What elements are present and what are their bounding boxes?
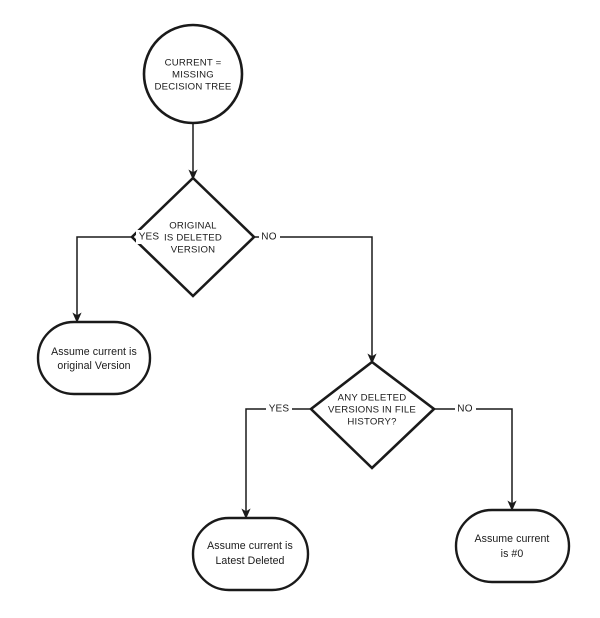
node-decision2[interactable]: ANY DELETED VERSIONS IN FILE HISTORY? xyxy=(309,360,437,470)
arrowhead-icon xyxy=(188,169,198,180)
stadium-shape xyxy=(454,508,571,584)
arrowhead-icon xyxy=(72,312,82,323)
connector-line xyxy=(434,408,513,504)
node-decision1[interactable]: ORIGINAL IS DELETED VERSION xyxy=(130,176,256,298)
node-outcome-latest-deleted-line-2: Latest Deleted xyxy=(215,555,284,567)
edge-decision1-no xyxy=(255,236,377,364)
edge-label-decision2-yes: YES xyxy=(266,402,292,416)
edge-label-text: NO xyxy=(261,232,276,243)
edge-label-text: YES xyxy=(139,232,160,243)
node-decision1-line-2: IS DELETED xyxy=(164,233,222,244)
node-start-line-2: MISSING xyxy=(172,70,214,81)
node-start-line-1: CURRENT = xyxy=(165,58,222,69)
connector-line xyxy=(255,236,373,357)
node-outcome-original[interactable]: Assume current is original Version xyxy=(36,320,152,396)
diamond-shape xyxy=(309,360,437,470)
node-outcome-zero-line-2: is #0 xyxy=(501,548,524,560)
node-decision2-line-3: HISTORY? xyxy=(347,417,396,428)
edge-start-to-decision1 xyxy=(188,122,198,180)
edge-label-decision2-no: NO xyxy=(455,402,476,416)
label-backdrop xyxy=(136,230,162,244)
label-backdrop xyxy=(455,402,476,416)
edge-label-text: NO xyxy=(457,404,472,415)
node-outcome-latest-deleted[interactable]: Assume current is Latest Deleted xyxy=(191,516,310,592)
edge-decision2-yes xyxy=(241,408,310,519)
edge-label-decision1-no: NO xyxy=(259,230,280,244)
arrowhead-icon xyxy=(241,508,251,519)
circle-shape xyxy=(142,23,244,125)
node-decision2-line-1: ANY DELETED xyxy=(338,393,407,404)
node-decision2-line-2: VERSIONS IN FILE xyxy=(328,405,416,416)
stadium-shape xyxy=(36,320,152,396)
diamond-shape xyxy=(130,176,256,298)
edge-decision2-no xyxy=(434,408,517,511)
label-backdrop xyxy=(259,230,280,244)
edge-label-text: YES xyxy=(269,404,290,415)
label-backdrop xyxy=(266,402,292,416)
connector-line xyxy=(245,408,310,512)
node-decision1-line-3: VERSION xyxy=(171,245,216,256)
connector-line xyxy=(76,236,131,316)
node-outcome-latest-deleted-line-1: Assume current is xyxy=(207,540,293,552)
arrowhead-icon xyxy=(507,500,517,511)
node-outcome-zero-line-1: Assume current xyxy=(475,533,550,545)
edge-label-decision1-yes: YES xyxy=(136,230,162,244)
node-outcome-original-line-2: original Version xyxy=(57,360,130,372)
node-start-line-3: DECISION TREE xyxy=(154,82,231,93)
node-decision1-line-1: ORIGINAL xyxy=(169,221,217,232)
edge-decision1-yes xyxy=(72,236,131,323)
node-outcome-original-line-1: Assume current is xyxy=(51,346,137,358)
arrowhead-icon xyxy=(367,353,377,364)
stadium-shape xyxy=(191,516,310,592)
node-start[interactable]: CURRENT = MISSING DECISION TREE xyxy=(142,23,244,125)
node-outcome-zero[interactable]: Assume current is #0 xyxy=(454,508,571,584)
